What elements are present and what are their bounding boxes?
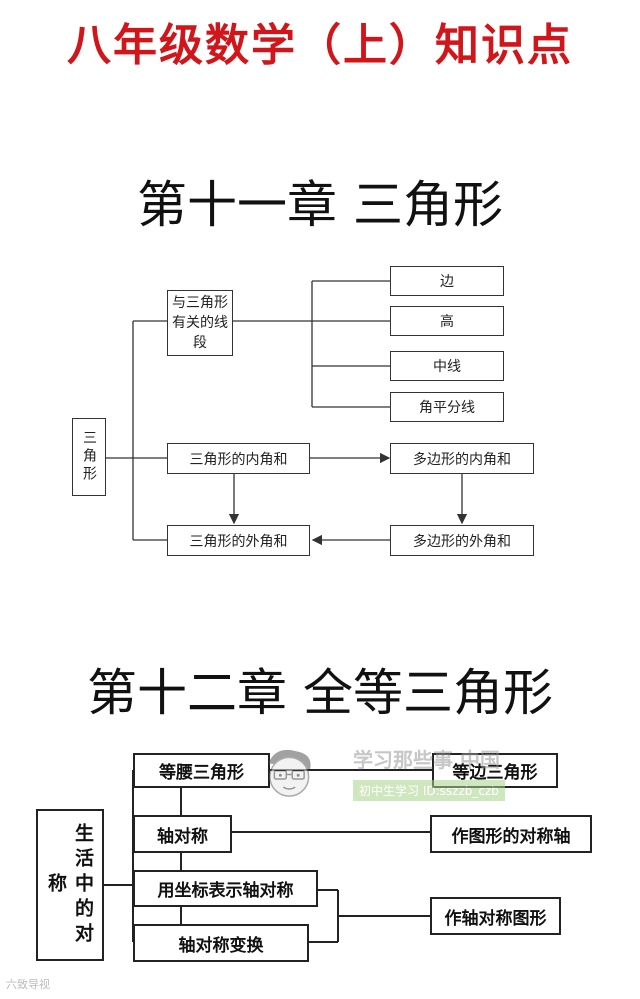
- isosceles-box: 等腰三角形: [133, 753, 270, 788]
- segment-side-box: 边: [390, 266, 504, 296]
- symmetry-transform-label: 轴对称变换: [179, 931, 264, 956]
- poly-interior-label: 多边形的内角和: [413, 449, 511, 469]
- axis-symmetry-label: 轴对称: [157, 822, 208, 847]
- exterior-angle-box: 三角形的外角和: [167, 525, 310, 556]
- segment-side-label: 边: [440, 271, 454, 291]
- chapter-12-heading: 第十二章 全等三角形: [0, 663, 640, 723]
- coordinate-symmetry-label: 用坐标表示轴对称: [158, 876, 294, 901]
- poly-interior-box: 多边形的内角和: [390, 443, 534, 474]
- draw-symmetric-figure-box: 作轴对称图形: [430, 897, 561, 935]
- isosceles-label: 等腰三角形: [159, 758, 244, 783]
- segment-height-label: 高: [440, 311, 454, 331]
- poly-exterior-box: 多边形的外角和: [390, 525, 534, 556]
- segment-median-box: 中线: [390, 351, 504, 381]
- coordinate-symmetry-box: 用坐标表示轴对称: [133, 870, 318, 907]
- triangle-root-box: 三角形: [72, 418, 106, 496]
- symmetry-transform-box: 轴对称变换: [133, 924, 309, 962]
- axis-symmetry-box: 轴对称: [133, 815, 232, 853]
- corner-watermark: 六致导视: [6, 976, 50, 992]
- watermark: 学习那些事 中国 初中生学习 ID:sszzb_czb: [255, 738, 565, 808]
- segment-bisector-label: 角平分线: [419, 397, 475, 417]
- exterior-angle-label: 三角形的外角和: [190, 531, 288, 551]
- cartoon-face-icon: [255, 738, 325, 808]
- draw-symmetric-figure-label: 作轴对称图形: [445, 904, 547, 929]
- triangle-root-label: 三角形: [76, 430, 102, 484]
- watermark-subtext: 初中生学习 ID:sszzb_czb: [353, 780, 505, 801]
- segments-group-box: 与三角形有关的线段: [167, 290, 233, 356]
- symmetry-root-box: 生活中的对称: [36, 809, 104, 961]
- interior-angle-box: 三角形的内角和: [167, 443, 310, 474]
- segment-height-box: 高: [390, 306, 504, 336]
- interior-angle-label: 三角形的内角和: [190, 449, 288, 469]
- poly-exterior-label: 多边形的外角和: [413, 531, 511, 551]
- segment-bisector-box: 角平分线: [390, 392, 504, 422]
- draw-axis-label: 作图形的对称轴: [452, 822, 571, 847]
- symmetry-root-label: 生活中的对称: [43, 811, 97, 959]
- watermark-text: 学习那些事 中国: [353, 744, 500, 773]
- draw-axis-box: 作图形的对称轴: [430, 815, 592, 853]
- segment-median-label: 中线: [433, 356, 461, 376]
- segments-group-label: 与三角形有关的线段: [171, 293, 229, 353]
